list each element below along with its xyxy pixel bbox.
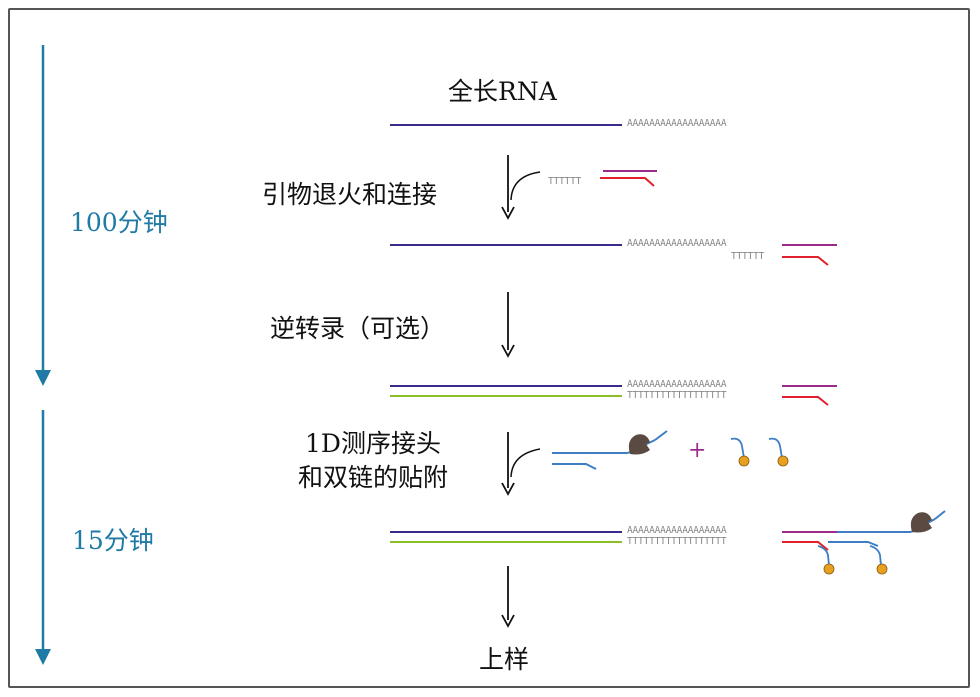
process-arrow-1: [501, 155, 541, 220]
step-adapter-attachment: 1D测序接头 和双链的贴附: [298, 427, 448, 495]
duration-100-min: 100分钟: [70, 208, 168, 237]
tether-1: [730, 437, 750, 467]
process-arrow-2: [501, 292, 515, 358]
poly-a-tail-2: AAAAAAAAAAAAAAAAAA: [627, 238, 727, 249]
primer-complex-1: [600, 170, 657, 187]
tether-bead-icon: [823, 563, 835, 575]
poly-t-strand-5: TTTTTTTTTTTTTTTTTT: [627, 536, 727, 547]
poly-a-tail-5: AAAAAAAAAAAAAAAAAA: [627, 525, 727, 536]
timeline-arrow-2: [35, 410, 51, 665]
attached-adapter: [817, 510, 946, 575]
plus-sign: +: [688, 438, 707, 463]
poly-a-tail-1: AAAAAAAAAAAAAAAAAA: [627, 118, 727, 129]
process-arrow-4: [501, 566, 515, 628]
curved-arrow-icon: [510, 171, 541, 201]
poly-t-primer-2: TTTTTT: [731, 251, 765, 262]
poly-a-tail-3: AAAAAAAAAAAAAAAAAA: [627, 379, 727, 390]
tether-bead-icon: [738, 455, 750, 467]
process-arrow-3: [501, 432, 541, 496]
tether-bead-icon: [876, 563, 888, 575]
sequencing-adapter: [552, 430, 668, 470]
step-adapter-line1: 1D测序接头: [305, 429, 441, 458]
step-primer-annealing: 引物退火和连接: [262, 180, 438, 209]
timeline-arrow-1: [35, 45, 51, 386]
motor-protein-icon: [628, 434, 650, 455]
step-adapter-line2: 和双链的贴附: [298, 463, 449, 492]
poly-t-strand-3: TTTTTTTTTTTTTTTTTT: [627, 390, 727, 401]
down-arrow-icon: [35, 649, 51, 665]
step-full-length-rna: 全长RNA: [448, 77, 557, 106]
diagram-frame: [8, 8, 970, 688]
down-arrow-icon: [35, 370, 51, 386]
step-loading: 上样: [479, 645, 530, 674]
poly-t-primer-1: TTTTTT: [548, 176, 582, 187]
duration-15-min: 15分钟: [72, 526, 154, 555]
curved-arrow-icon: [510, 448, 541, 478]
motor-protein-icon: [910, 512, 932, 533]
step-reverse-transcription: 逆转录（可选）: [270, 314, 446, 343]
tether-bead-icon: [777, 455, 789, 467]
tether-2: [768, 437, 789, 467]
